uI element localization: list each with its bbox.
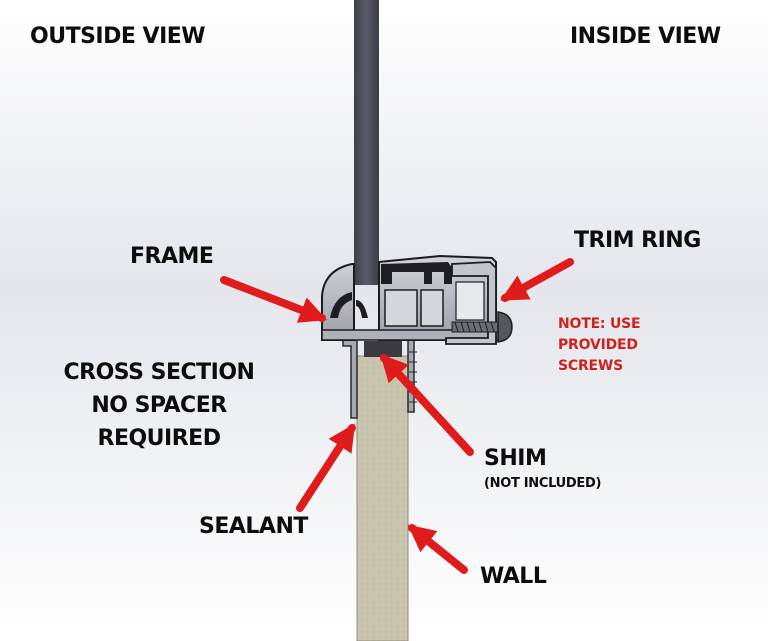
glass-pane [354, 0, 379, 285]
wall-label: WALL [480, 564, 547, 589]
trim-ring-void [455, 281, 485, 321]
shim-note-label: (NOT INCLUDED) [484, 476, 602, 491]
arrow-trim-ring [500, 258, 574, 302]
cross-section-line-1: CROSS SECTION [63, 360, 255, 385]
cross-section-line-3: REQUIRED [97, 426, 221, 451]
sealant-label: SEALANT [199, 514, 308, 539]
frame-chamber [420, 289, 444, 327]
trim-ring-label: TRIM RING [574, 228, 701, 253]
screw [451, 311, 513, 343]
shim-label: SHIM [484, 446, 547, 471]
outside-view-label: OUTSIDE VIEW [30, 24, 206, 49]
wall [356, 355, 409, 641]
arrow-sealant [296, 423, 356, 512]
note-line-3: SCREWS [558, 358, 624, 374]
shim [364, 341, 402, 357]
frame-inner-leg [407, 339, 415, 413]
callout-arrows [220, 258, 574, 574]
frame-chamber [384, 289, 418, 327]
note-line-2: PROVIDED [558, 337, 638, 353]
inside-view-label: INSIDE VIEW [570, 24, 721, 49]
cross-section-line-2: NO SPACER [91, 393, 227, 418]
note-line-1: NOTE: USE [558, 316, 641, 332]
glazing-bead [381, 262, 452, 284]
frame-label: FRAME [130, 244, 214, 269]
glazing-gasket [330, 292, 368, 318]
arrow-frame [220, 276, 328, 323]
arrow-wall [407, 524, 468, 574]
arrow-shim [380, 353, 474, 456]
trim-ring [445, 261, 497, 345]
